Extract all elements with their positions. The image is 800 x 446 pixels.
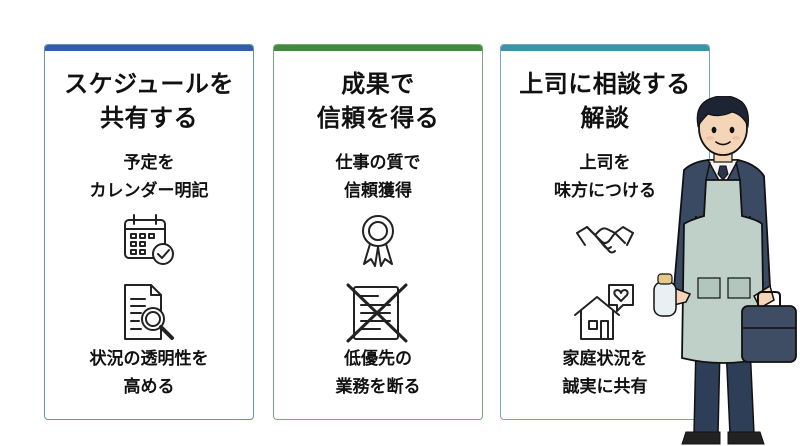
- card-consult-boss: 上司に相談する 解談 上司を 味方につける 家庭状況を 誠実に共有: [500, 44, 710, 420]
- card-bottom-text: 低優先の 業務を断る: [335, 349, 421, 397]
- house-heart-icon: [574, 284, 634, 340]
- card-earn-trust: 成果で 信頼を得る 仕事の質で 信頼獲得 低優先の 業務を断る: [273, 44, 483, 420]
- award-ribbon-icon: [362, 215, 394, 267]
- card-bottom-text: 家庭状況を 誠実に共有: [562, 349, 648, 397]
- card-subtitle: 予定を カレンダー明記: [89, 153, 209, 201]
- calendar-check-icon: [124, 214, 174, 265]
- card-subtitle: 仕事の質で 信頼獲得: [335, 153, 421, 201]
- handshake-icon: [576, 226, 634, 254]
- crossed-document-icon: [346, 283, 408, 343]
- card-title: 上司に相談する 解談: [519, 70, 691, 132]
- father-with-bottle-and-briefcase-illustration: [653, 96, 797, 445]
- card-accent-bar: [45, 45, 253, 51]
- card-title: 成果で 信頼を得る: [316, 70, 440, 132]
- document-magnifier-icon: [124, 284, 174, 340]
- card-title: スケジュールを 共有する: [64, 70, 234, 132]
- card-accent-bar: [501, 45, 709, 51]
- card-bottom-text: 状況の透明性を 高める: [89, 349, 209, 397]
- card-subtitle: 上司を 味方につける: [554, 153, 656, 201]
- card-accent-bar: [274, 45, 482, 51]
- card-share-schedule: スケジュールを 共有する 予定を カレンダー明記 状況の透明性を 高める: [44, 44, 254, 420]
